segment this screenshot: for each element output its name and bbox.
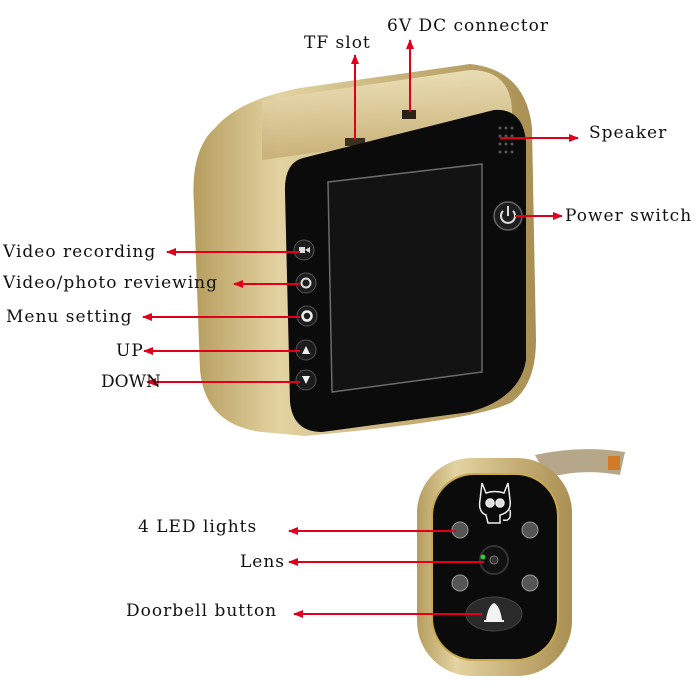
power-icon bbox=[500, 210, 516, 224]
dc-connector-port bbox=[402, 110, 416, 119]
led-icon bbox=[521, 574, 539, 592]
label-menu-setting: Menu setting bbox=[6, 307, 133, 327]
video-photo-reviewing-button[interactable] bbox=[295, 272, 317, 294]
callout-arrows bbox=[142, 39, 579, 618]
screen bbox=[327, 163, 483, 393]
monitor-top-tray bbox=[262, 70, 512, 160]
video-recording-button[interactable] bbox=[293, 239, 315, 261]
cable-connector bbox=[608, 456, 620, 470]
label-video-recording: Video recording bbox=[3, 242, 157, 262]
label-dc-connector: 6V DC connector bbox=[387, 16, 549, 36]
camera-lens bbox=[479, 545, 509, 575]
bell-icon bbox=[484, 603, 504, 622]
label-video-photo-reviewing: Video/photo reviewing bbox=[3, 273, 218, 293]
menu-icon bbox=[301, 310, 313, 322]
tf-slot bbox=[345, 138, 365, 146]
label-lens: Lens bbox=[240, 552, 286, 572]
triangle-up-icon bbox=[302, 346, 310, 354]
label-up: UP bbox=[116, 341, 144, 361]
doorbell-unit bbox=[417, 449, 625, 676]
camera-icon bbox=[299, 247, 310, 253]
triangle-down-icon bbox=[302, 376, 310, 384]
label-led-lights: 4 LED lights bbox=[138, 517, 258, 537]
menu-setting-button[interactable] bbox=[296, 305, 318, 327]
label-down: DOWN bbox=[101, 372, 161, 392]
label-tf-slot: TF slot bbox=[304, 33, 371, 53]
flex-cable bbox=[535, 449, 625, 478]
down-button[interactable] bbox=[295, 369, 317, 391]
label-speaker: Speaker bbox=[589, 123, 668, 143]
speaker-grille bbox=[498, 126, 514, 154]
led-icon bbox=[521, 521, 539, 539]
label-doorbell-button: Doorbell button bbox=[126, 601, 278, 621]
cat-logo-icon bbox=[478, 482, 512, 524]
led-icon bbox=[451, 574, 469, 592]
label-power-switch: Power switch bbox=[565, 206, 693, 226]
doorbell-button[interactable] bbox=[465, 596, 523, 632]
led-lights bbox=[451, 521, 539, 592]
monitor-unit bbox=[193, 64, 536, 436]
play-icon bbox=[300, 277, 312, 289]
